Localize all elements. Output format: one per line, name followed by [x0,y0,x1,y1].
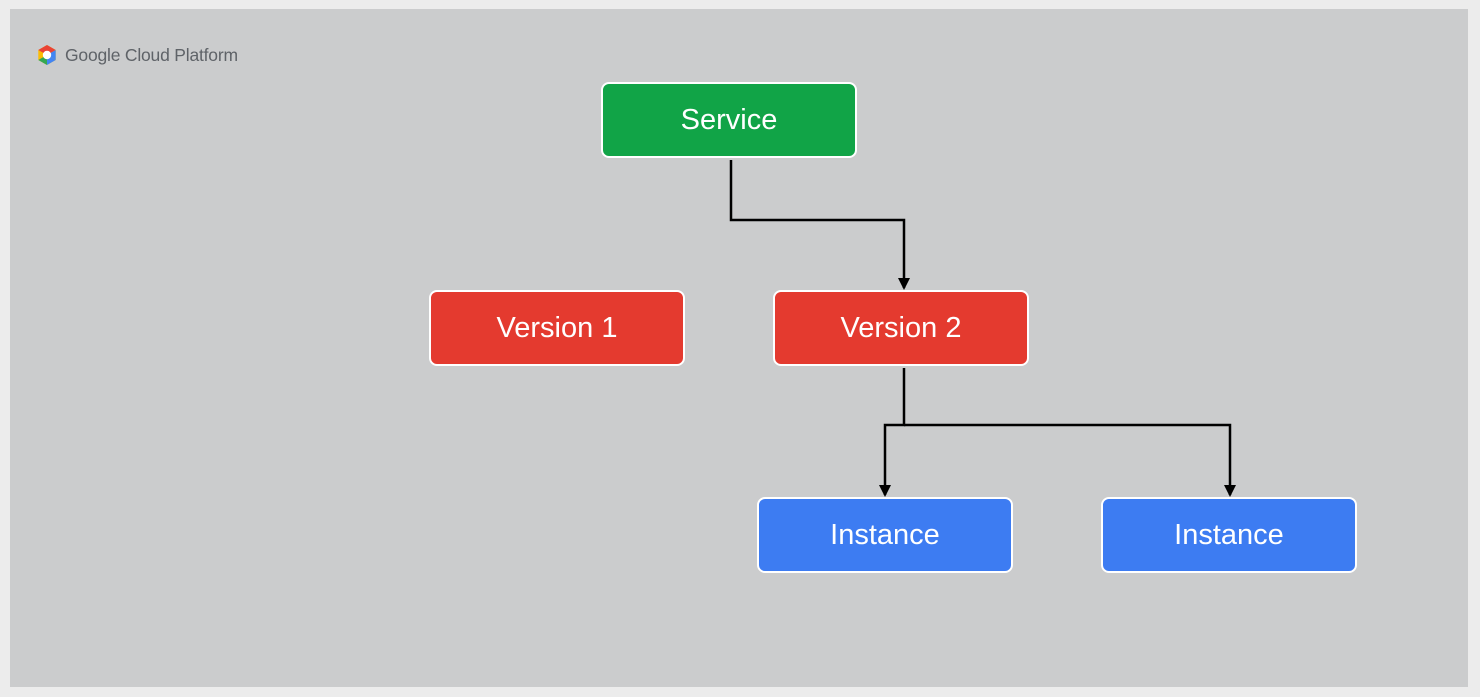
instance-node-2[interactable]: Instance [1101,497,1357,573]
service-node[interactable]: Service [601,82,857,158]
brand-name: Google Cloud Platform [65,44,238,65]
brand-header: Google Cloud Platform [35,43,238,67]
instance-node-1[interactable]: Instance [757,497,1013,573]
version-1-node[interactable]: Version 1 [429,290,685,366]
google-cloud-logo-icon [38,45,56,65]
version-2-node[interactable]: Version 2 [773,290,1029,366]
